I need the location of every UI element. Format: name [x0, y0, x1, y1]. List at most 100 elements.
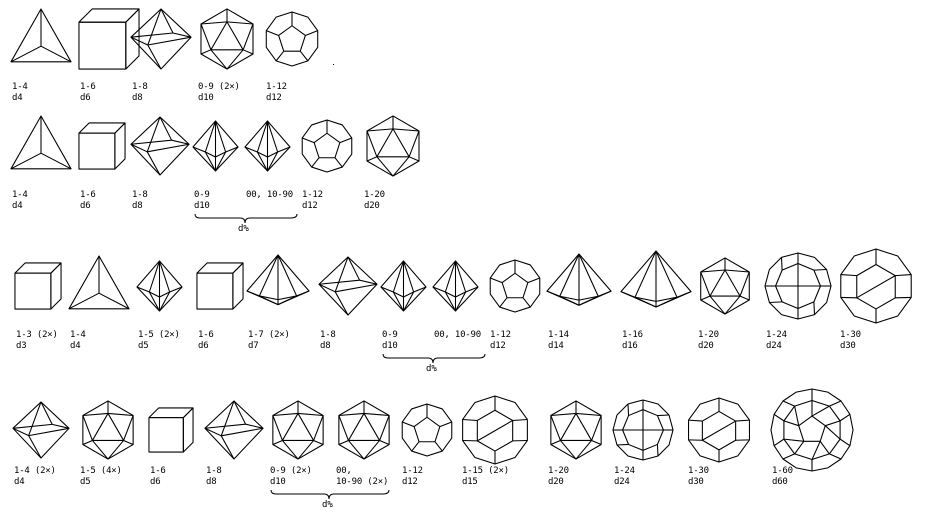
face [78, 21, 127, 70]
die-name: d15 [462, 477, 478, 487]
edge [575, 440, 592, 460]
edge [277, 254, 298, 297]
edge [147, 44, 162, 70]
die-range: 1-6 [150, 466, 166, 476]
edge [724, 269, 750, 273]
edge [403, 291, 414, 298]
face [10, 115, 72, 170]
icosa-icon [82, 400, 134, 460]
edge [313, 439, 324, 446]
edge [379, 439, 390, 446]
die-d6-row1 [78, 8, 140, 70]
face [688, 397, 750, 463]
die-range: 1-30 [840, 330, 861, 340]
edge [348, 440, 365, 460]
edge [277, 295, 297, 301]
die-d24-row3 [764, 252, 832, 320]
edge [277, 295, 297, 306]
edge [242, 23, 254, 51]
edge [439, 421, 452, 428]
die-d8-row1 [130, 8, 192, 70]
edge [40, 45, 72, 63]
edge [272, 412, 299, 417]
die-d8-row4 [204, 400, 264, 460]
face [114, 122, 126, 170]
die-range: 00, 10-90 [246, 190, 293, 200]
face [401, 403, 453, 457]
die-d6-row4 [148, 407, 194, 453]
die-name: d20 [548, 477, 564, 487]
edge [739, 295, 750, 301]
rhombic-icon [688, 397, 750, 463]
die-d5-row4 [78, 400, 138, 460]
die-name: d10 [194, 201, 210, 211]
edge [159, 116, 173, 141]
edge [512, 418, 528, 422]
die-name: d12 [402, 477, 418, 487]
face [246, 254, 310, 306]
face [301, 119, 353, 173]
edge [259, 295, 279, 301]
edge [311, 157, 320, 168]
icosa-icon [550, 400, 602, 460]
die-range: 1-12 [266, 82, 287, 92]
die-range: 1-24 [614, 466, 635, 476]
edge [620, 291, 636, 298]
die-range: 1-12 [490, 330, 511, 340]
icosa-icon [272, 400, 324, 460]
edge [98, 292, 130, 310]
die-name: d20 [364, 201, 380, 211]
stray-dot [333, 64, 334, 65]
edge [392, 156, 410, 177]
edge [676, 291, 692, 298]
edge [794, 440, 805, 455]
edge [392, 128, 420, 132]
brace-label: d% [322, 500, 333, 510]
die-d60-row4 [770, 388, 854, 472]
die-d6-row2 [78, 122, 126, 170]
die-name: d8 [206, 477, 217, 487]
edge [559, 295, 580, 301]
face [380, 260, 427, 312]
edge [455, 291, 467, 312]
die-range: 1-16 [622, 330, 643, 340]
die-range: 1-6 [80, 82, 96, 92]
edge [393, 291, 404, 298]
trap-icon [244, 120, 291, 172]
edge [318, 283, 336, 293]
die-name: d10 [382, 341, 398, 351]
edge [338, 415, 349, 441]
die-range: 1-6 [198, 330, 214, 340]
die-label: 00, 10-90 (2×) [336, 466, 388, 488]
die-d5-row3 [136, 260, 188, 312]
die-range: 1-8 [132, 82, 148, 92]
edge [634, 296, 657, 302]
die-range: 0-9 [194, 190, 210, 200]
die-range: 1-5 (4×) [80, 466, 122, 476]
hexeco-icon [770, 388, 854, 472]
edge [130, 36, 149, 46]
die-range: 1-60 [772, 466, 793, 476]
brace-icon [382, 354, 486, 364]
die-d10-row1 [196, 8, 258, 70]
die-name: d6 [80, 93, 91, 103]
edge [334, 291, 349, 316]
edge [380, 286, 394, 293]
die-range: 1-12 [302, 190, 323, 200]
die-name: d16 [622, 341, 638, 351]
edge [149, 291, 160, 298]
icosa-icon [200, 8, 254, 70]
die-name: d24 [614, 477, 630, 487]
edge [550, 412, 577, 417]
edge [392, 291, 404, 312]
edge [192, 146, 206, 153]
face [14, 272, 52, 310]
edge [158, 260, 171, 293]
edge [148, 260, 160, 293]
